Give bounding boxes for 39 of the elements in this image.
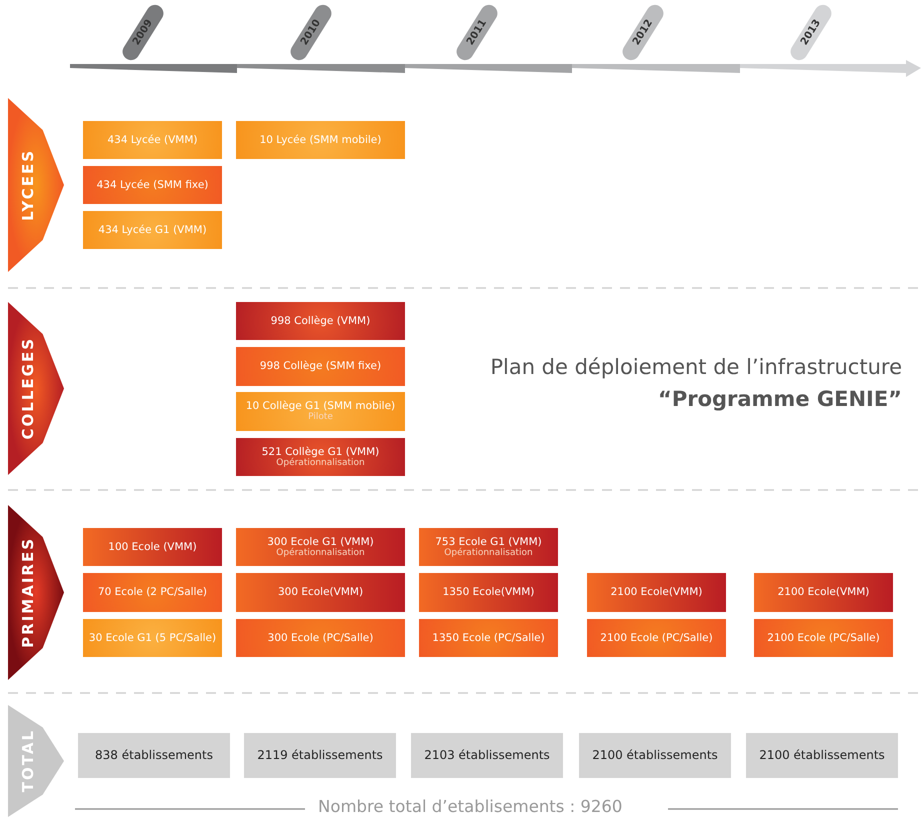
box-label: 521 Collège G1 (VMM) — [262, 446, 380, 458]
box-sublabel: Opérationnalisation — [276, 548, 365, 558]
program-box: 998 Collège (VMM) — [236, 302, 405, 340]
row-header-label: COLLEGES — [18, 337, 37, 440]
program-box: 2100 Ecole (PC/Salle) — [754, 619, 893, 657]
box-sublabel: Opérationnalisation — [444, 548, 533, 558]
program-box: 434 Lycée (SMM fixe) — [83, 166, 222, 204]
box-sublabel: Pilote — [308, 412, 333, 423]
program-box: 10 Lycée (SMM mobile) — [236, 121, 405, 159]
box-sublabel: Opérationnalisation — [276, 458, 365, 468]
total-box: 2103 établissements — [411, 733, 563, 778]
program-box: 30 Ecole G1 (5 PC/Salle) — [83, 619, 222, 657]
program-box: 2100 Ecole(VMM) — [587, 573, 726, 612]
diagram-title: Plan de déploiement de l’infrastructure “Programme GENIE” — [489, 354, 902, 412]
program-box: 1350 Ecole (PC/Salle) — [419, 619, 558, 657]
total-box: 2100 établissements — [579, 733, 731, 778]
program-box: 2100 Ecole (PC/Salle) — [587, 619, 726, 657]
box-label: 10 Collège G1 (SMM mobile) — [246, 400, 396, 412]
program-box — [236, 392, 405, 431]
program-box: 100 Ecole (VMM) — [83, 528, 222, 566]
row-header-label: PRIMAIRES — [18, 537, 37, 648]
total-box: 2100 établissements — [746, 733, 898, 778]
program-box: 300 Ecole(VMM) — [236, 573, 405, 612]
box-label: 300 Ecole G1 (VMM) — [267, 536, 374, 548]
program-box: 1350 Ecole(VMM) — [419, 573, 558, 612]
program-box — [236, 438, 405, 476]
program-box — [236, 528, 405, 566]
program-box: 2100 Ecole(VMM) — [754, 573, 893, 612]
program-box — [419, 528, 558, 566]
program-box: 70 Ecole (2 PC/Salle) — [83, 573, 222, 612]
total-box: 838 établissements — [78, 733, 230, 778]
program-box: 434 Lycée (VMM) — [83, 121, 222, 159]
box-label: 753 Ecole G1 (VMM) — [435, 536, 542, 548]
total-box: 2119 établissements — [244, 733, 396, 778]
row-header-label: LYCEES — [18, 149, 37, 221]
caption: Nombre total d’etablisements : 9260 — [318, 797, 622, 816]
program-box: 998 Collège (SMM fixe) — [236, 347, 405, 386]
program-box: 434 Lycée G1 (VMM) — [83, 211, 222, 249]
program-box: 300 Ecole (PC/Salle) — [236, 619, 405, 657]
